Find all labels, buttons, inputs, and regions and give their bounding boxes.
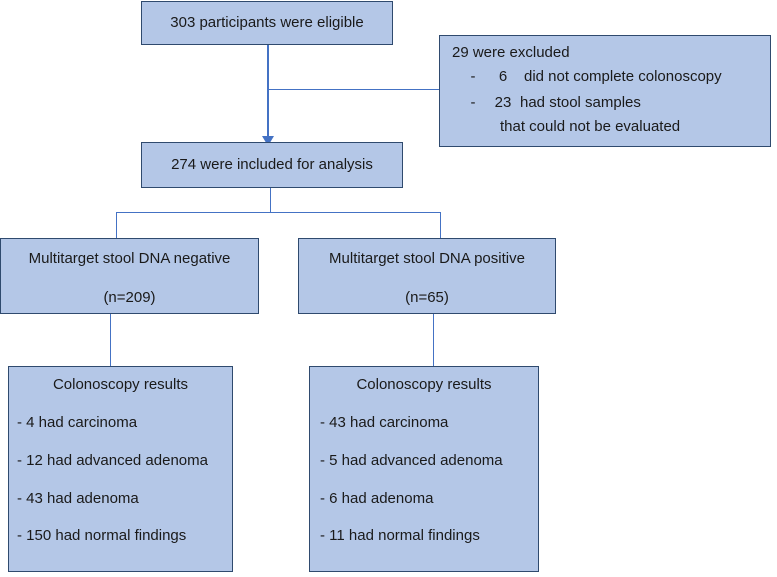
results-positive-box: Colonoscopy results - 43 had carcinoma -…	[309, 366, 539, 572]
results-positive-item-1: - 43 had carcinoma	[320, 414, 449, 431]
excluded-continuation: that could not be evaluated	[500, 118, 681, 135]
excluded-item-1-count: 6	[498, 68, 508, 85]
excluded-title: 29 were excluded	[452, 44, 570, 61]
negative-box: Multitarget stool DNA negative (n=209)	[0, 238, 259, 314]
excluded-item-1-text: did not complete colonoscopy	[524, 68, 722, 85]
excluded-item-1: - 6 did not complete colonoscopy	[456, 68, 770, 86]
positive-count: (n=65)	[405, 289, 449, 306]
results-positive-item-4: - 11 had normal findings	[320, 527, 480, 544]
connector-included-down	[270, 188, 271, 212]
excluded-item-2-count: 23	[494, 94, 512, 111]
connector-positive-to-results	[433, 313, 434, 366]
eligible-box: 303 participants were eligible	[141, 1, 393, 45]
excluded-item-2-text: had stool samples	[520, 94, 641, 111]
negative-count: (n=209)	[103, 289, 156, 306]
connector-eligible-to-included	[267, 44, 269, 139]
connector-to-positive	[440, 212, 441, 239]
results-negative-item-3: - 43 had adenoma	[17, 490, 139, 507]
positive-label: Multitarget stool DNA positive	[329, 250, 525, 267]
results-positive-item-2: - 5 had advanced adenoma	[320, 452, 503, 469]
connector-to-negative	[116, 212, 117, 239]
excluded-item-2: - 23 had stool samples	[456, 94, 770, 112]
positive-box: Multitarget stool DNA positive (n=65)	[298, 238, 556, 314]
results-positive-title: Colonoscopy results	[356, 376, 492, 393]
eligible-text: 303 participants were eligible	[170, 14, 364, 31]
excluded-item-1-dash: -	[470, 68, 476, 85]
results-negative-item-1: - 4 had carcinoma	[17, 414, 138, 431]
included-text: 274 were included for analysis	[171, 156, 373, 173]
excluded-item-2-dash: -	[470, 94, 476, 111]
results-negative-item-2: - 12 had advanced adenoma	[17, 452, 208, 469]
negative-label: Multitarget stool DNA negative	[28, 250, 231, 267]
results-negative-title: Colonoscopy results	[52, 376, 189, 393]
connector-split-horizontal	[116, 212, 441, 213]
excluded-box: 29 were excluded - 6 did not complete colo…	[439, 35, 771, 147]
results-negative-item-4: - 150 had normal findings	[17, 527, 187, 544]
connector-excluded-branch	[268, 89, 440, 90]
arrowhead-to-included	[262, 136, 274, 146]
included-box: 274 were included for analysis	[141, 142, 403, 188]
connector-negative-to-results	[110, 313, 111, 366]
results-positive-item-3: - 6 had adenoma	[320, 490, 434, 507]
results-negative-box: Colonoscopy results - 4 had carcinoma - …	[8, 366, 233, 572]
